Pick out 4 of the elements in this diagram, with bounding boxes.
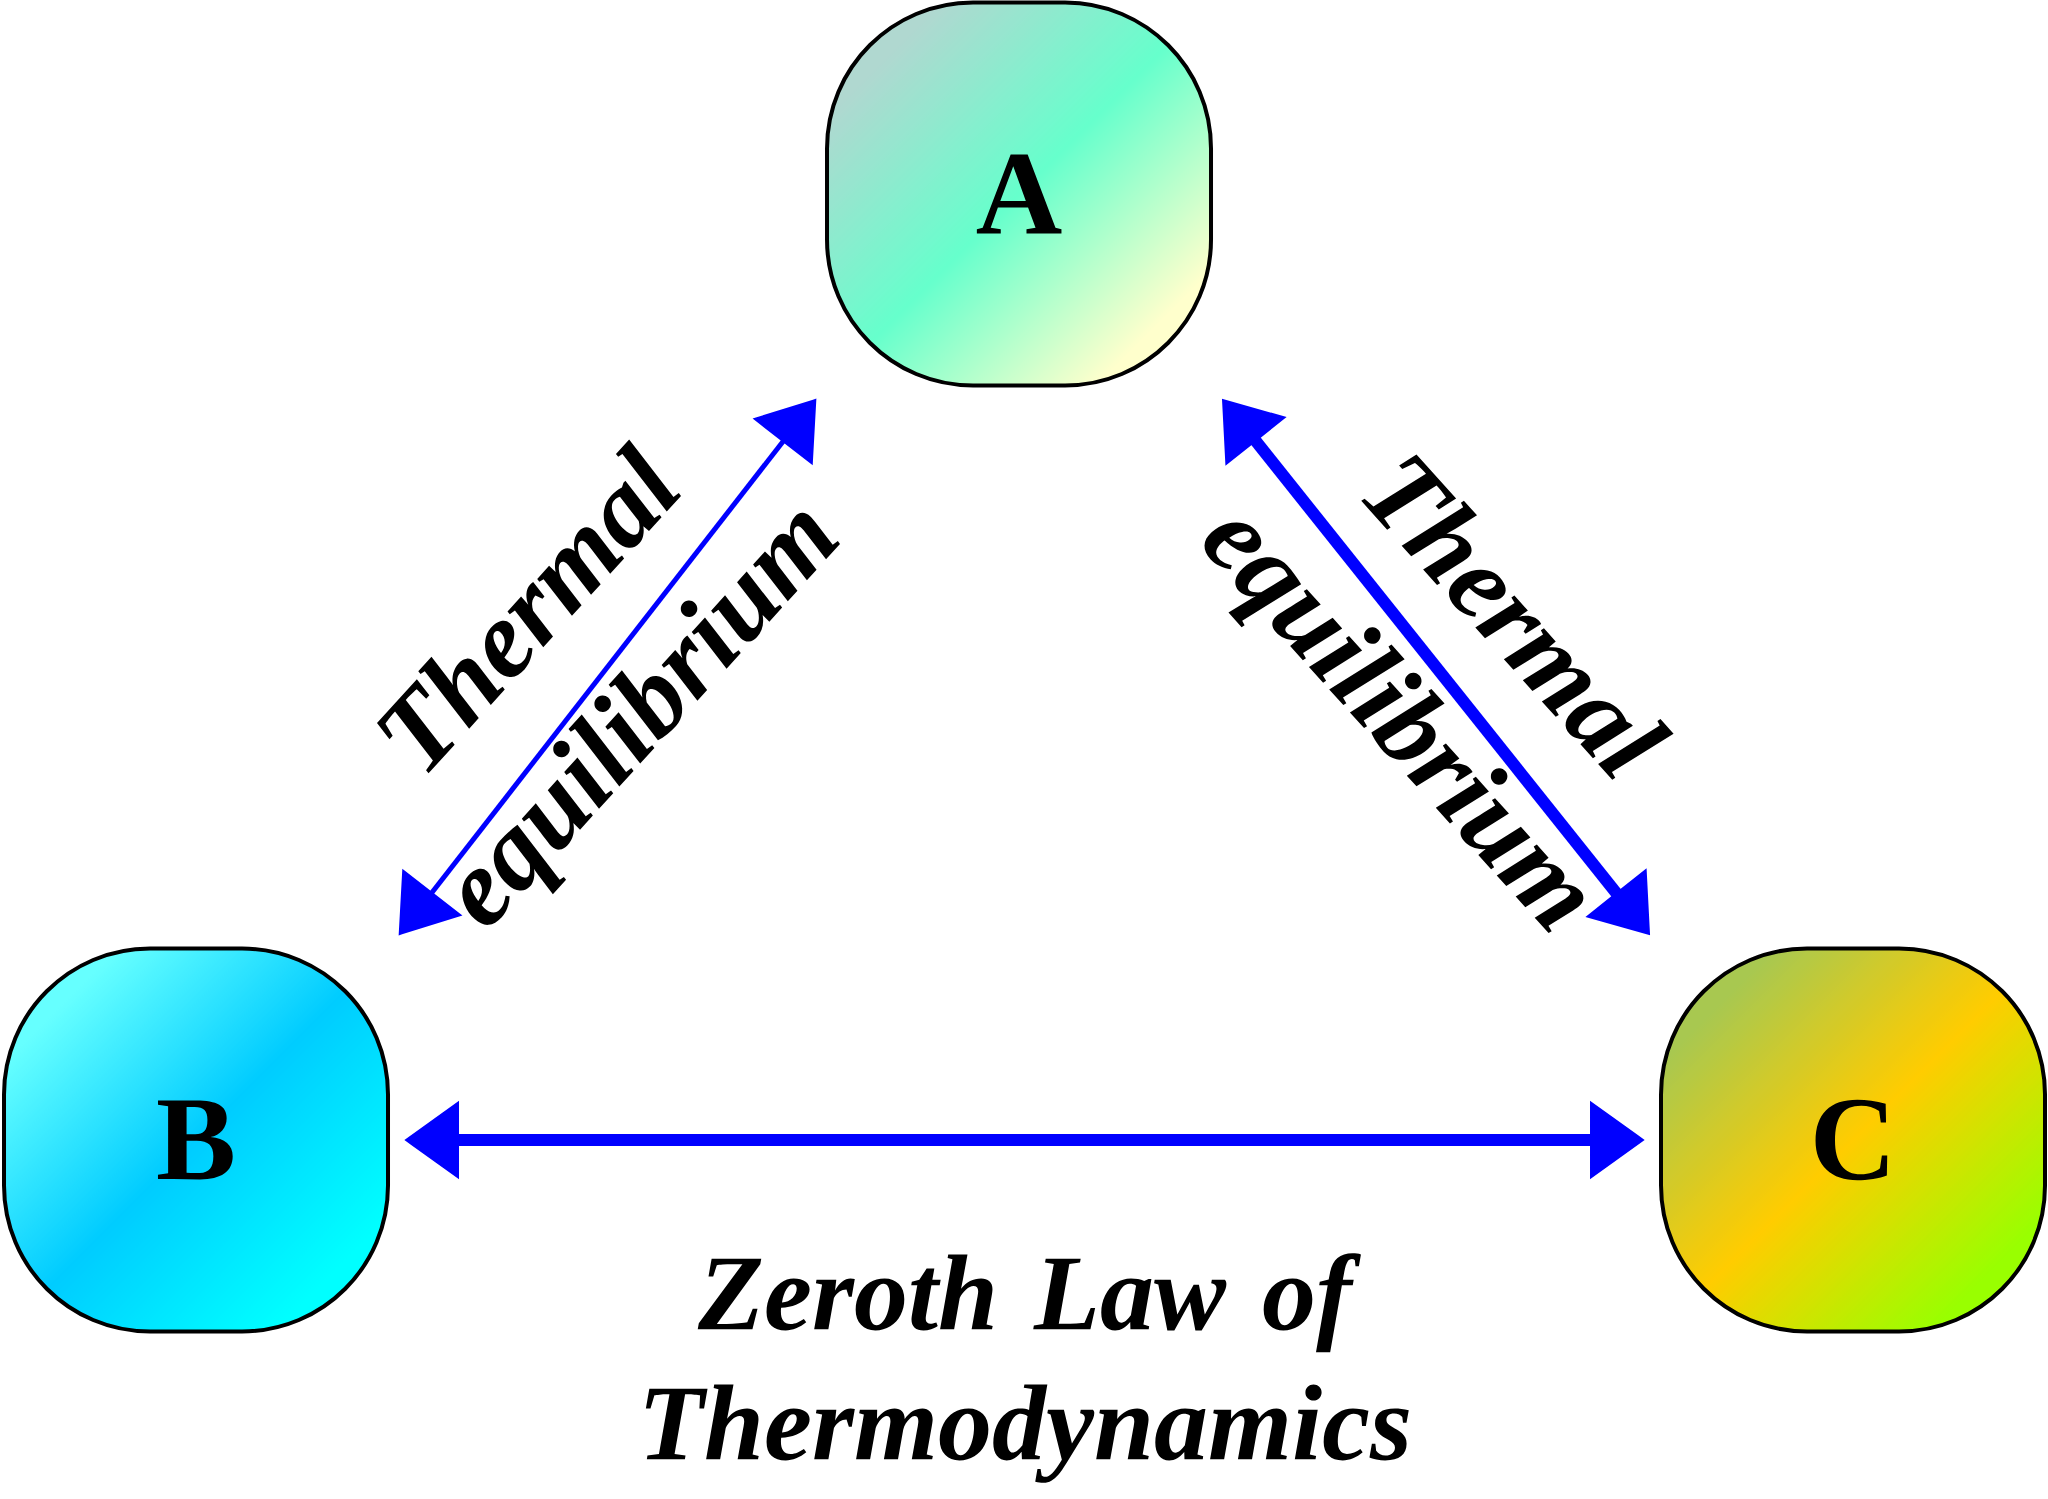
- rounded-box: A: [825, 0, 1213, 388]
- caption-text: Zeroth Law of Thermodynamics: [645, 1253, 1409, 1483]
- rounded-box: C: [1659, 946, 2047, 1334]
- rounded-box: B: [2, 946, 390, 1334]
